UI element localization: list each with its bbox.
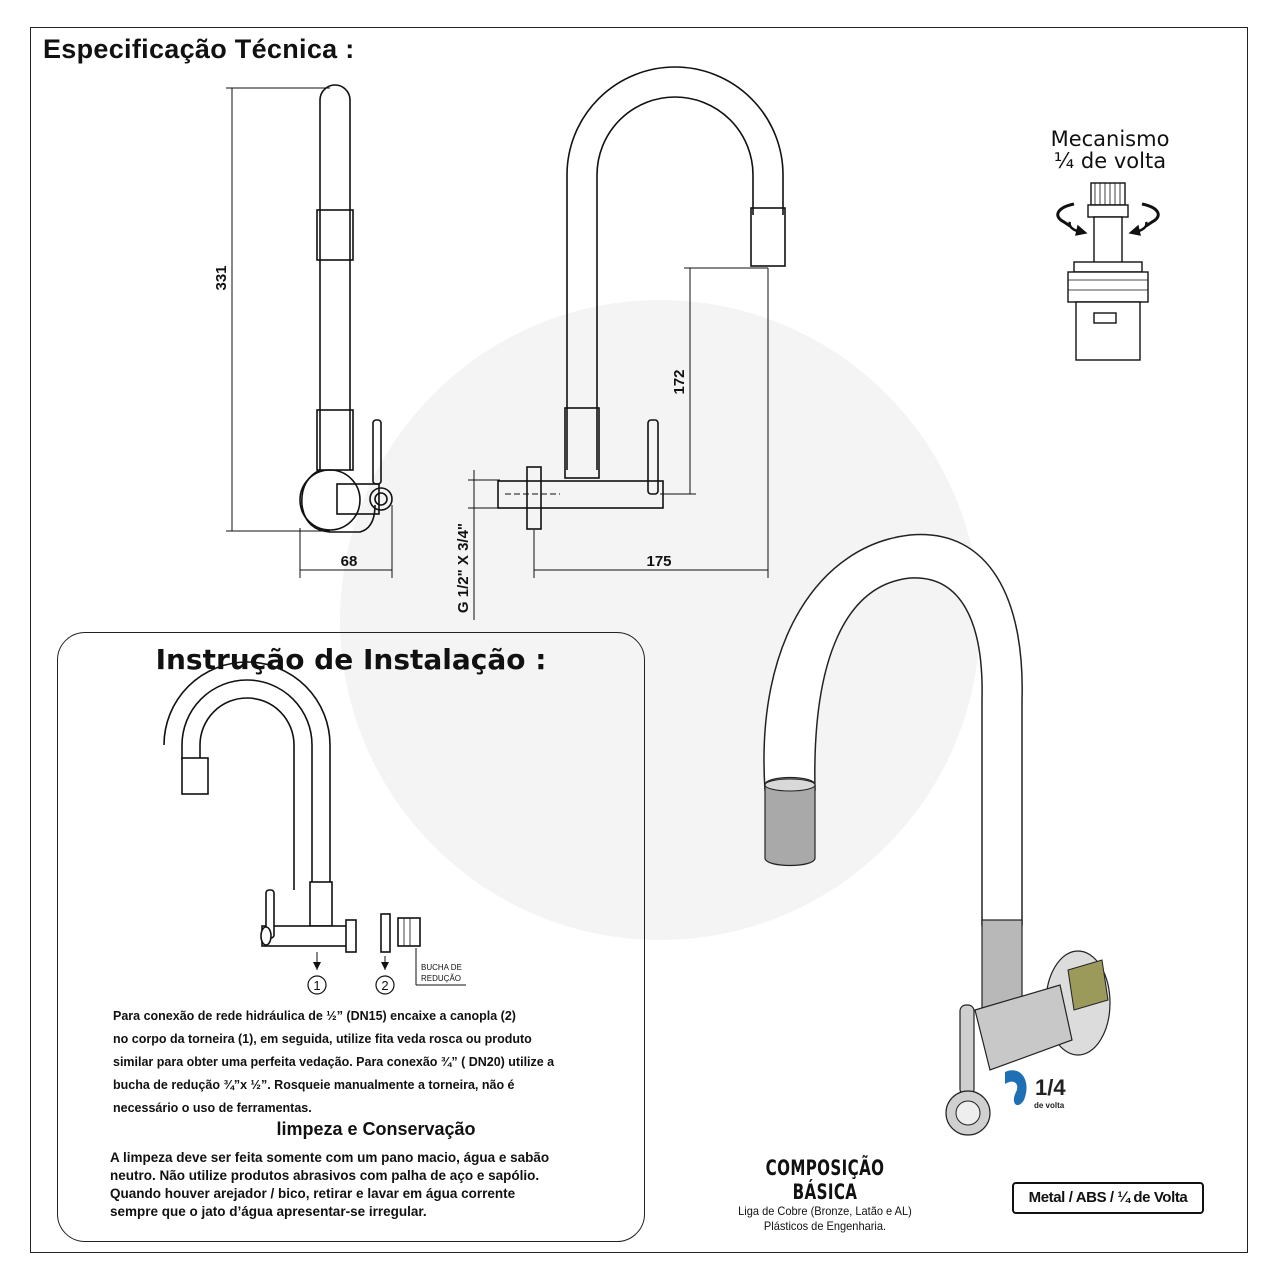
render-aerator [764,776,816,867]
installation-drawing [163,661,466,995]
bushing-label-2: REDUÇÃO [421,974,461,983]
cleaning-text-line: neutro. Não utilize produtos abrasivos c… [110,1168,540,1183]
cleaning-text-line: sempre que o jato d’água apresentar-se i… [110,1204,427,1219]
front-flange [526,466,542,530]
dim-reach-label: 175 [646,553,671,570]
side-spout-tube [319,84,351,470]
installation-title: Instrução de Instalação : [155,643,547,676]
installation-text-line: similar para obter uma perfeita vedação.… [113,1055,555,1069]
side-view-drawing [226,84,393,578]
mechanism-cartridge-drawing [1056,182,1160,361]
front-aerator [750,207,786,267]
dim-spout-height-label: 172 [671,369,688,394]
side-outlet-outer [369,487,393,511]
side-outlet-inner [374,492,388,506]
render-spout [763,533,1023,926]
install-aerator [181,757,209,795]
spec-title: Especificação Técnica : [43,34,355,64]
cleaning-text-line: A limpeza deve ser feita somente com um … [110,1150,550,1165]
install-bushing-part [397,917,421,947]
side-spout-ring [316,209,354,261]
render-thread [1067,959,1109,1011]
front-body-sleeve [564,407,600,479]
page-frame [30,27,1248,1253]
render-body [974,984,1073,1071]
install-canopy-part [380,913,391,953]
side-elbow [301,469,376,533]
installation-panel: Instrução de Instalação : Para conexão d… [57,632,645,1242]
composition-line-2: Plásticos de Engenharia. [763,1219,887,1233]
side-handle [372,419,382,485]
mechanism-label: Mecanismo ¼ de volta [1040,128,1180,172]
composition-line-1: Liga de Cobre (Bronze, Latão e AL) [738,1204,912,1218]
dim-base-label: 68 [341,553,358,570]
front-spout-outer [566,66,784,470]
front-spout-inner [596,96,754,470]
product-render [763,533,1111,1136]
installation-text-line: necessário o uso de ferramentas. [113,1101,312,1115]
installation-text: Para conexão de rede hidráulica de ½” (D… [113,1005,603,1120]
installation-text-line: no corpo da torneira (1), em seguida, ut… [113,1032,532,1046]
callout-2: 2 [381,978,388,993]
render-body-sleeve [981,919,1023,1011]
watermark-disc [340,300,980,940]
installation-text-line: Para conexão de rede hidráulica de ½” (D… [113,1009,516,1023]
installation-text-line: bucha de redução ¾”x ½”. Rosqueie manual… [113,1078,515,1092]
bushing-label-1: BUCHA DE [421,963,462,972]
render-handle [959,1004,975,1096]
side-connector [336,483,380,515]
cleaning-title: limpeza e Conservação [276,1119,476,1139]
material-label: Metal / ABS / ¼ de Volta [1012,1182,1204,1214]
dim-thread-label: G 1/2" X 3/4" [455,523,472,613]
cleaning-text: A limpeza deve ser feita somente com um … [110,1149,640,1221]
side-canopy [299,469,361,531]
dim-height-label: 331 [213,265,230,290]
side-body-sleeve [316,409,354,471]
quarter-turn-caption: de volta [1034,1101,1065,1110]
cleaning-text-line: Quando houver arejador / bico, retirar e… [110,1186,516,1201]
front-view-drawing [468,66,786,620]
front-handle [647,419,659,495]
quarter-turn-fraction: 1/4 [1035,1075,1066,1100]
composition-title: COMPOSIÇÃO BÁSICA [765,1156,885,1204]
callout-1: 1 [313,978,320,993]
mechanism-line-2: ¼ de volta [1053,149,1167,173]
composition-block: COMPOSIÇÃO BÁSICA Liga de Cobre (Bronze,… [700,1156,950,1234]
install-spout-outer [181,679,313,890]
mechanism-line-1: Mecanismo [1050,127,1170,151]
quarter-turn-arrow-icon [1005,1070,1027,1106]
